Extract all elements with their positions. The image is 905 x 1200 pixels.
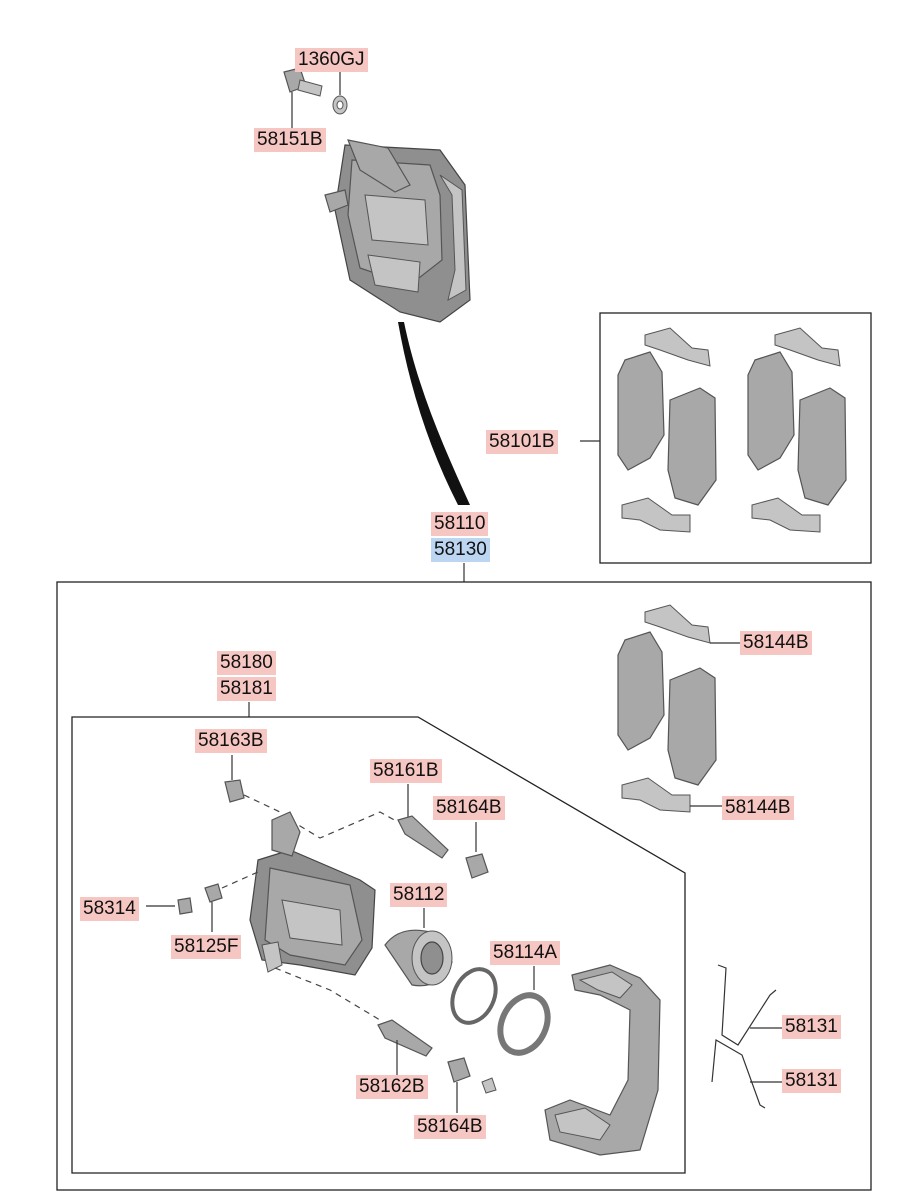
label-58114a[interactable]: 58114A (490, 941, 561, 965)
guide-rod-upper-illustration (397, 815, 449, 859)
brake-pad-set-2-illustration (747, 327, 847, 533)
caliper-body-frame (71, 716, 686, 1174)
bleeder-screw-illustration (224, 779, 245, 803)
label-58112[interactable]: 58112 (390, 883, 448, 907)
guide-rod-lower-illustration (377, 1019, 433, 1057)
label-58180[interactable]: 58180 (217, 651, 276, 675)
caliper-body-illustration (249, 811, 376, 976)
label-58151b[interactable]: 58151B (254, 128, 326, 152)
label-58144b-upper[interactable]: 58144B (740, 631, 812, 655)
label-58131-lower[interactable]: 58131 (782, 1069, 841, 1093)
anti-rattle-springs-illustration (711, 964, 777, 1109)
label-58314[interactable]: 58314 (80, 897, 139, 921)
brake-pad-pair-illustration (617, 604, 717, 813)
label-58131-upper[interactable]: 58131 (782, 1015, 841, 1039)
label-58110[interactable]: 58110 (431, 512, 489, 536)
piston-seal-illustration (497, 992, 551, 1056)
caliper-assembly-frame (56, 581, 872, 1191)
carrier-bracket-illustration (544, 964, 661, 1156)
washer-illustration (332, 95, 348, 115)
pad-kit-frame (599, 312, 872, 564)
label-58164b-lower[interactable]: 58164B (414, 1115, 486, 1139)
label-58125f[interactable]: 58125F (171, 935, 242, 959)
label-58130[interactable]: 58130 (431, 538, 490, 562)
sensor-illustration (177, 897, 193, 915)
label-58144b-lower[interactable]: 58144B (722, 796, 794, 820)
label-1360gj[interactable]: 1360GJ (295, 48, 368, 72)
assembly-pointer (398, 322, 470, 505)
boot-lower-illustration (447, 1057, 471, 1083)
label-58163b[interactable]: 58163B (195, 729, 267, 753)
label-58164b-upper[interactable]: 58164B (433, 796, 505, 820)
piston-illustration (384, 929, 453, 987)
caliper-assembly-illustration (324, 139, 471, 323)
boot-upper-illustration (465, 853, 489, 879)
label-58162b[interactable]: 58162B (356, 1075, 428, 1099)
label-58101b[interactable]: 58101B (486, 430, 558, 454)
piston-ring-illustration (450, 967, 498, 1025)
bleeder-cap-illustration (204, 883, 223, 903)
bolt-illustration (283, 67, 323, 97)
brake-pad-set-1-illustration (617, 327, 717, 533)
label-58181[interactable]: 58181 (217, 677, 276, 701)
label-58161b[interactable]: 58161B (370, 759, 442, 783)
